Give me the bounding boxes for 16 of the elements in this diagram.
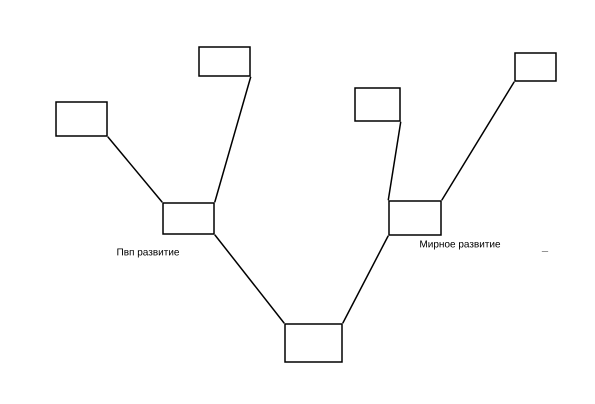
- line: [441, 81, 515, 201]
- node-caption: Пвп развитие: [117, 248, 180, 258]
- box: [284, 323, 343, 363]
- box: [198, 46, 251, 77]
- line: [214, 76, 252, 202]
- line: [214, 234, 285, 324]
- line: [342, 235, 389, 324]
- box: [55, 101, 108, 137]
- box: [514, 52, 557, 82]
- stray-mark: _: [542, 251, 548, 252]
- line: [107, 136, 163, 203]
- box: [388, 200, 442, 236]
- line: [388, 122, 402, 200]
- node-caption: Мирное развитие: [420, 240, 500, 250]
- box: [162, 202, 215, 235]
- box: [354, 87, 401, 122]
